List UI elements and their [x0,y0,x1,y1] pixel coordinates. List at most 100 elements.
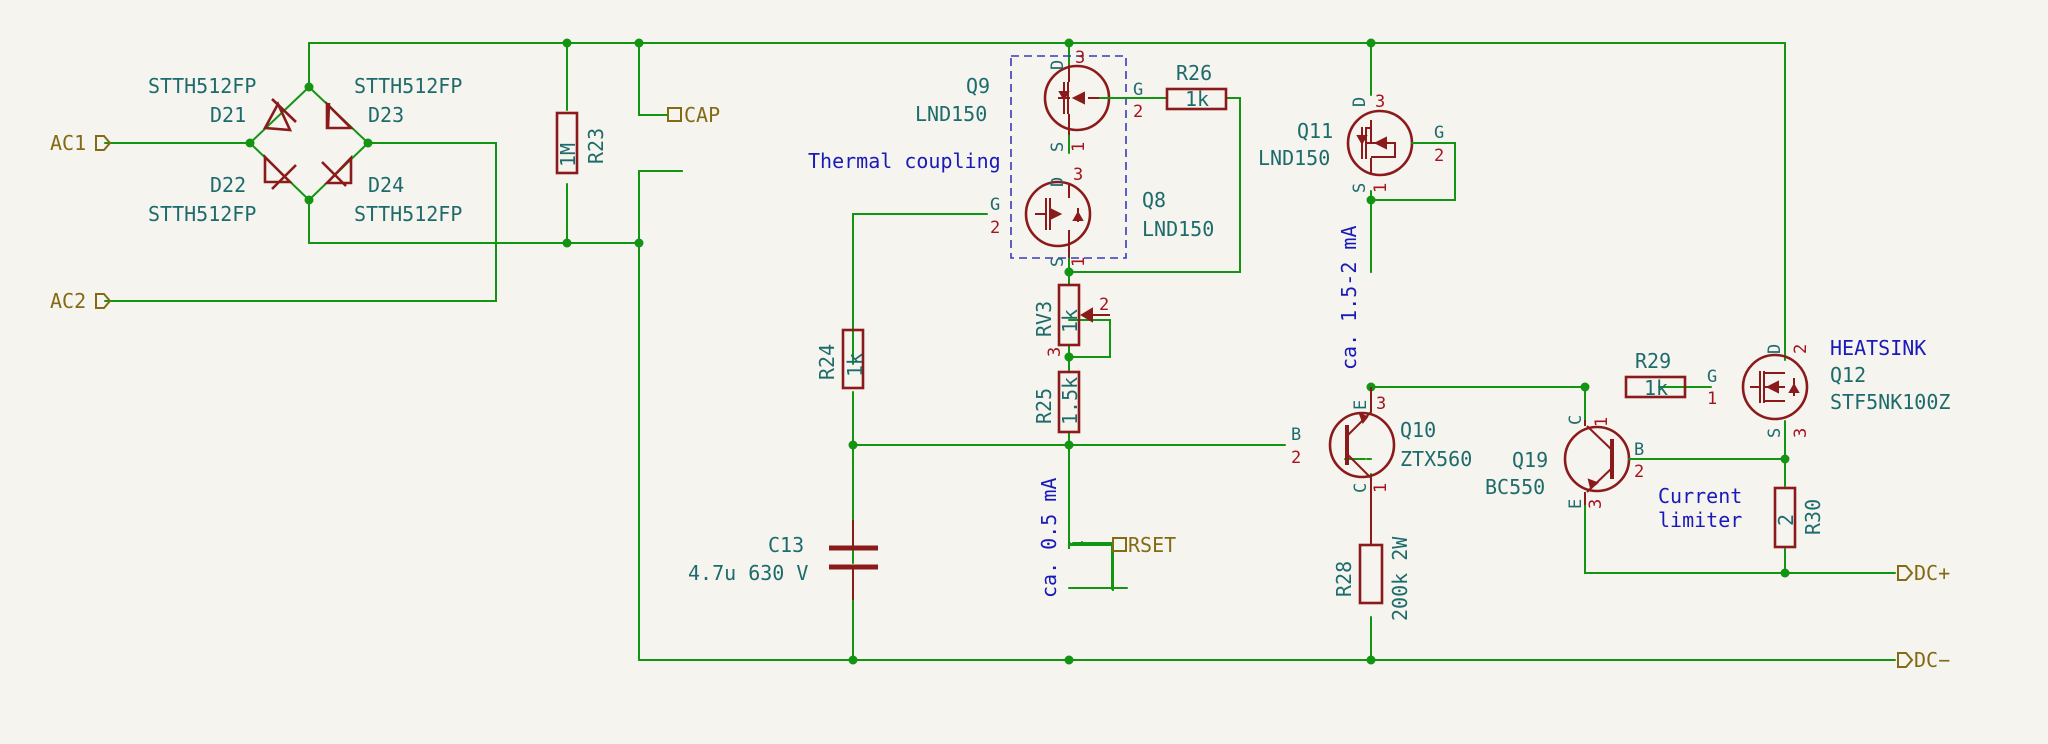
rv3-ref: RV3 [1032,301,1056,337]
junction-dots [245,38,1790,665]
q8-pin2: 2 [990,218,1000,238]
resistor-r29[interactable]: 1k R29 [1624,349,1687,400]
q8-value: LND150 [1142,217,1214,241]
d22-ref: D22 [210,173,246,197]
q19-pin2: 2 [1634,462,1644,482]
r26-ref: R26 [1176,61,1212,85]
d22-value: STTH512FP [148,202,256,226]
q8-pin-d: D [1048,177,1068,187]
resistor-r23[interactable]: 1M R23 [555,111,608,175]
q19-pin1: 1 [1592,417,1612,427]
capacitor-c13[interactable]: C13 4.7u 630 V [688,520,878,600]
q9-pin1: 1 [1069,142,1089,152]
mosfet-q11[interactable]: 3 D 1 S G 2 [1346,92,1444,193]
diode-d22[interactable] [263,153,297,190]
port-ac1[interactable]: AC1 [50,131,112,155]
diode-d23[interactable] [325,100,355,130]
r30-ref: R30 [1801,499,1825,535]
r23-value: 1M [556,143,580,167]
q19-ref: Q19 [1512,448,1548,472]
port-dc-minus-label: DC− [1914,648,1950,672]
q9-pin2: 2 [1133,102,1143,122]
q11-current-note: ca. 1.5-2 mA [1337,226,1361,371]
q9-pin3: 3 [1075,48,1085,68]
r29-value: 1k [1644,376,1668,400]
thermal-coupling-box [1010,55,1127,259]
r24-value: 1k [843,353,867,377]
q8-pin-s: S [1048,257,1068,267]
q19-pin-e: E [1566,499,1586,509]
resistor-r28[interactable]: 200k 2W R28 [1332,536,1412,621]
port-dc-minus[interactable]: DC− [1897,648,1950,672]
q12-value: STF5NK100Z [1830,390,1950,414]
resistor-r26[interactable]: 1k R26 [1099,61,1228,111]
diode-d21[interactable] [262,98,297,132]
diode-d24[interactable] [321,154,353,187]
port-rset-label: RSET [1128,533,1176,557]
q19-pin3: 3 [1586,499,1606,509]
r25-value: 1.5k [1058,377,1082,425]
q19-pin-b: B [1634,440,1644,460]
port-cap[interactable]: CAP [667,103,720,127]
q11-pin3: 3 [1375,92,1385,112]
r25-ref: R25 [1032,388,1056,424]
d24-value: STTH512FP [354,202,462,226]
rset-current-note: ca. 0.5 mA [1037,478,1061,598]
q12-pin-d: D [1765,344,1785,354]
r30-value: 2 [1774,514,1798,526]
q10-pin2: 2 [1291,448,1301,468]
port-cap-label: CAP [684,103,720,127]
q12-ref: Q12 [1830,363,1866,387]
port-rset[interactable]: RSET [1112,533,1176,557]
r28-ref: R28 [1332,561,1356,597]
thermal-coupling-note: Thermal coupling [808,149,1001,173]
d24-ref: D24 [368,173,404,197]
c13-ref: C13 [768,533,804,557]
q11-ref: Q11 [1297,119,1333,143]
q12-pin-g: G [1707,367,1717,387]
resistor-r24[interactable]: 1k R24 [815,328,867,390]
potentiometer-rv3[interactable]: 1k RV3 2 3 [1032,283,1110,357]
current-limiter-line1: Current [1658,484,1742,508]
q9-pin-g: G [1133,80,1143,100]
q10-pin-b: B [1291,425,1301,445]
q8-pin-g: G [990,195,1000,215]
mosfet-q12[interactable]: 2 D 3 S G 1 [1707,344,1811,438]
r23-ref: R23 [584,128,608,164]
port-dc-plus[interactable]: DC+ [1897,561,1950,585]
q10-pin1: 1 [1371,483,1391,493]
resistor-r25[interactable]: 1.5k R25 [1032,370,1082,434]
q11-pin-g: G [1434,123,1444,143]
q11-pin2: 2 [1434,146,1444,166]
bridge-rectifier [248,85,370,202]
q19-value: BC550 [1485,475,1545,499]
transistor-q10[interactable]: 3 E 1 C B 2 [1291,387,1396,545]
r28-value: 200k 2W [1388,536,1412,621]
d23-value: STTH512FP [354,74,462,98]
q12-pin-s: S [1765,428,1785,438]
q9-pin-d: D [1048,60,1068,70]
q9-ref: Q9 [966,74,990,98]
q9-pin-s: S [1048,142,1068,152]
d21-value: STTH512FP [148,74,256,98]
r24-ref: R24 [815,344,839,380]
port-ac2[interactable]: AC2 [50,289,112,313]
wires [104,42,1896,661]
d23-ref: D23 [368,103,404,127]
q12-pin2: 2 [1791,344,1811,354]
rv3-pin2: 2 [1099,295,1109,315]
q10-pin-e: E [1351,400,1371,410]
q10-pin3: 3 [1376,394,1386,414]
mosfet-q9[interactable]: 3 D 1 S G 2 [1043,48,1143,152]
q11-pin-d: D [1350,97,1370,107]
port-ac2-label: AC2 [50,289,86,313]
mosfet-q8[interactable]: 3 D 1 S G 2 [990,165,1092,267]
resistor-r30[interactable]: 2 R30 [1773,486,1825,549]
r26-value: 1k [1185,87,1209,111]
q10-pin-c: C [1351,483,1371,493]
rv3-value: 1k [1058,309,1082,333]
r29-ref: R29 [1635,349,1671,373]
wires-detail [852,444,1114,591]
transistor-q19[interactable]: 1 C 3 E B 2 [1563,415,1644,509]
